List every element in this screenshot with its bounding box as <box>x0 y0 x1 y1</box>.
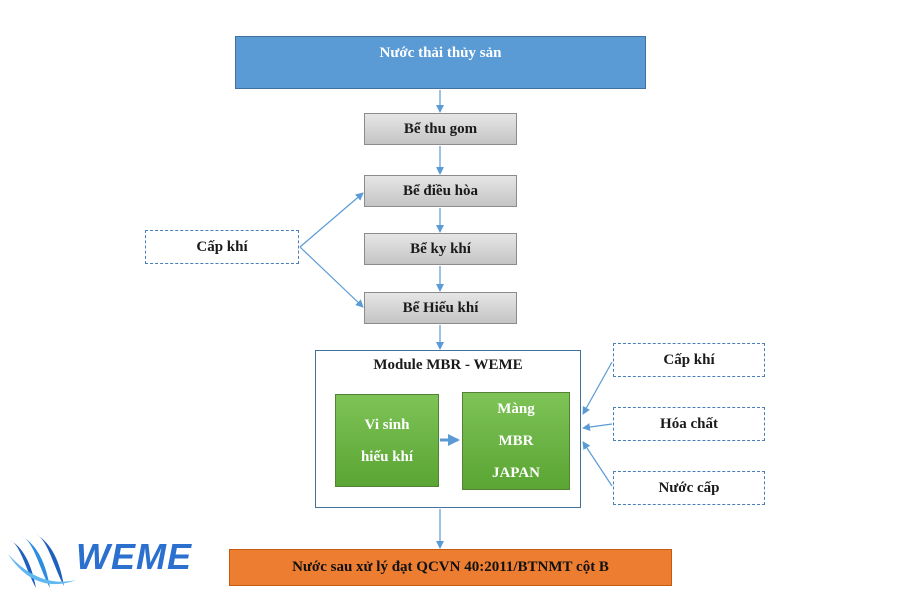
aerobic-microbes-node: Vi sinh hiếu khí <box>335 394 439 487</box>
step-label: Bể thu gom <box>403 120 478 137</box>
step-label: Bể điều hòa <box>402 182 478 199</box>
result-node: Nước sau xử lý đạt QCVN 40:2011/BTNMT cộ… <box>229 549 672 586</box>
source-label: Nước thải thủy sản <box>379 45 502 61</box>
arrow-air-to-module <box>582 361 613 415</box>
step-equalization-tank: Bể điều hòa <box>364 175 517 207</box>
chemical-node: Hóa chất <box>613 407 765 441</box>
step-label: Bể ky khí <box>410 240 471 257</box>
chemical-label: Hóa chất <box>660 415 718 432</box>
mbr-module: Module MBR - WEME Vi sinh hiếu khí Màng … <box>315 350 581 508</box>
membrane-line-3: JAPAN <box>491 465 541 481</box>
arrow-water-to-module <box>582 441 613 487</box>
weme-logo: WEME <box>6 530 196 594</box>
step-anaerobic-tank: Bể ky khí <box>364 233 517 265</box>
membrane-line-2: MBR <box>498 433 534 449</box>
air-supply-right-label: Cấp khí <box>663 351 715 368</box>
membrane-line-1: Màng <box>497 401 535 417</box>
bio-line-2: hiếu khí <box>360 448 414 465</box>
mbr-membrane-node: Màng MBR JAPAN <box>462 392 570 490</box>
result-label: Nước sau xử lý đạt QCVN 40:2011/BTNMT cộ… <box>292 559 609 575</box>
arrow-air-to-equalization <box>299 192 364 248</box>
source-node: Nước thải thủy sản <box>235 36 646 89</box>
arrow-air-to-aerobic <box>299 246 364 308</box>
water-supply-node: Nước cấp <box>613 471 765 505</box>
bio-line-1: Vi sinh <box>364 416 410 433</box>
step-label: Bể Hiếu khí <box>402 299 479 316</box>
logo-wordmark: WEME <box>76 536 192 577</box>
module-title: Module MBR - WEME <box>373 357 523 373</box>
step-collection-tank: Bể thu gom <box>364 113 517 145</box>
air-supply-left-node: Cấp khí <box>145 230 299 264</box>
arrow-chemical-to-module <box>582 423 613 432</box>
air-supply-right-node: Cấp khí <box>613 343 765 377</box>
wave-logo-icon <box>8 534 76 588</box>
water-supply-label: Nước cấp <box>658 479 720 496</box>
air-supply-left-label: Cấp khí <box>196 238 248 255</box>
step-aerobic-tank: Bể Hiếu khí <box>364 292 517 324</box>
